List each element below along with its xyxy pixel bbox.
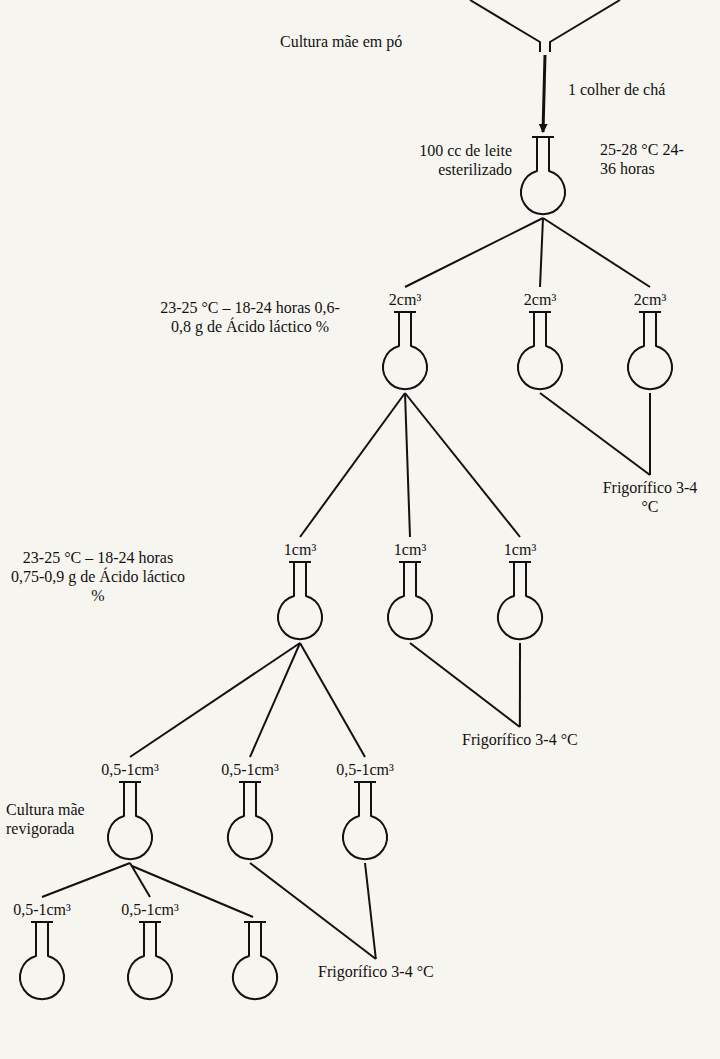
storage-text: Frigorífico 3-4 °C — [600, 478, 700, 516]
flask-node: 2cm³ — [495, 290, 585, 390]
funnel-symbol — [470, 0, 620, 52]
branch-line — [130, 643, 300, 757]
volume-label: 0,5-1cm³ — [85, 760, 175, 780]
flask-symbol — [515, 310, 565, 390]
flask-node: 0,5-1cm³ — [105, 900, 195, 1000]
flask-node: 1cm³ — [365, 540, 455, 640]
branch-line — [42, 863, 130, 897]
flask-symbol — [340, 780, 390, 860]
storage-label: Frigorífico 3-4 °C — [318, 962, 434, 981]
volume-label: 2cm³ — [360, 290, 450, 310]
branch-line — [130, 863, 150, 897]
storage-label: Frigorífico 3-4 °C — [462, 730, 578, 749]
funnel-node: Cultura mãe em pó — [280, 0, 630, 60]
volume-label: 2cm³ — [495, 290, 585, 310]
flask-node: 0,5-1cm³ — [205, 760, 295, 860]
flask-node: 0,5-1cm³ — [320, 760, 410, 860]
flask-symbol — [385, 560, 435, 640]
branch-line — [519, 643, 521, 727]
volume-label: 0,5-1cm³ — [0, 900, 87, 920]
volume-label: 2cm³ — [605, 290, 695, 310]
flask-symbol — [105, 780, 155, 860]
funnel-label: Cultura mãe em pó — [280, 32, 402, 51]
storage-text: Frigorífico 3-4 °C — [318, 962, 434, 981]
branch-line — [410, 643, 520, 727]
note-text: 25-28 °C 24-36 horas — [600, 140, 695, 178]
volume-label: 1cm³ — [475, 540, 565, 560]
note-text: 23-25 °C – 18-24 horas 0,75-0,9 g de Áci… — [8, 548, 188, 605]
branch-line — [300, 393, 405, 537]
branch-line — [300, 643, 365, 757]
flask-node: 2cm³ — [605, 290, 695, 390]
storage-label: Frigorífico 3-4 °C — [600, 478, 700, 516]
branch-line — [543, 218, 650, 287]
storage-text: Frigorífico 3-4 °C — [462, 730, 578, 749]
flask-symbol — [17, 920, 67, 1000]
branch-line — [365, 863, 376, 959]
empty-flask — [233, 922, 277, 999]
branch-line — [649, 393, 651, 475]
flask-node: 0,5-1cm³ — [85, 760, 175, 860]
flask-node: 100 cc de leite esterilizado — [400, 135, 570, 217]
branch-line — [540, 393, 650, 475]
flask-symbol — [275, 560, 325, 640]
flask-symbol — [380, 310, 430, 390]
volume-label: 0,5-1cm³ — [205, 760, 295, 780]
note-text: Cultura mãe revigorada — [6, 800, 98, 838]
branch-line — [540, 218, 543, 287]
flask-node: 1cm³ — [475, 540, 565, 640]
volume-label: 0,5-1cm³ — [320, 760, 410, 780]
volume-label: 1cm³ — [365, 540, 455, 560]
flask-symbol — [225, 780, 275, 860]
branch-line — [405, 393, 410, 537]
volume-label: 0,5-1cm³ — [105, 900, 195, 920]
note-text: 23-25 °C – 18-24 horas 0,6-0,8 g de Ácid… — [160, 298, 340, 336]
branch-line — [405, 393, 520, 537]
flask-symbol — [518, 135, 568, 215]
flask-node: 0,5-1cm³ — [0, 900, 87, 1000]
edge-label: 1 colher de chá — [568, 80, 665, 99]
flask-node: 2cm³ — [360, 290, 450, 390]
flask-symbol — [125, 920, 175, 1000]
flask-node: 1cm³ — [255, 540, 345, 640]
branch-line — [250, 863, 376, 959]
transfer-arrow — [543, 55, 545, 132]
flask-symbol — [495, 560, 545, 640]
flask-label: 100 cc de leite esterilizado — [400, 141, 512, 179]
flask-symbol — [625, 310, 675, 390]
branch-line — [250, 643, 300, 757]
branch-line — [405, 218, 543, 287]
volume-label: 1cm³ — [255, 540, 345, 560]
